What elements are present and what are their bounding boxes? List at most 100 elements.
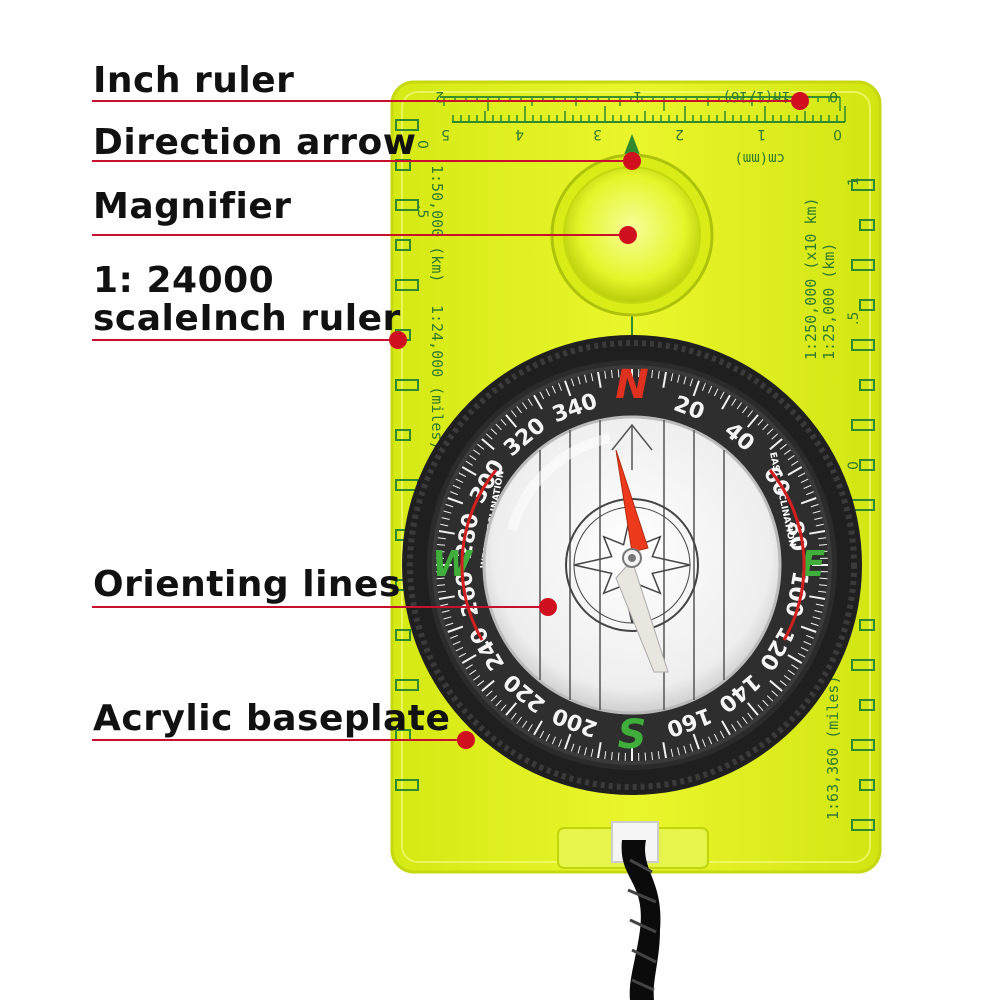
bezel-tick: [783, 449, 791, 455]
right-scale-mark: [851, 419, 875, 431]
bezel-tick: [819, 550, 828, 553]
bezel-tick: [461, 654, 477, 664]
scale-left-top: 1:50,000 (km): [428, 165, 446, 282]
bezel-tick: [708, 385, 713, 394]
bezel-tick: [731, 398, 737, 406]
bezel-tick: [436, 577, 445, 580]
bezel-tick: [766, 428, 774, 435]
cardinal-west: W: [432, 544, 474, 585]
bezel-tick: [818, 590, 827, 593]
bezel-tick: [742, 716, 748, 724]
bezel-tick: [721, 394, 731, 410]
bezel-tick: [800, 497, 817, 505]
bezel-tick: [545, 733, 551, 742]
bezel-tick: [473, 675, 481, 681]
bezel-tick: [590, 373, 594, 382]
bezel-tick: [812, 616, 821, 620]
cm-number-3: 3: [593, 126, 602, 142]
cm-number-0: 0: [833, 126, 842, 142]
bezel-tick: [797, 472, 806, 478]
bezel-tick: [657, 370, 660, 379]
bezel-tick: [800, 646, 809, 652]
bezel-tick: [713, 733, 719, 742]
bezel-tick: [438, 595, 455, 600]
scale-number-left-0: 0: [414, 140, 430, 149]
rose-star: [573, 506, 691, 624]
cm-unit: cm(mm): [734, 150, 785, 166]
inch-number-2: 2: [435, 88, 444, 104]
bezel-tick: [787, 454, 795, 461]
right-scale-mark: [851, 739, 875, 751]
bezel-tick: [570, 378, 575, 387]
bezel-tick: [818, 584, 827, 586]
bezel-tick: [437, 537, 446, 540]
bezel-ticks: [436, 369, 828, 761]
scale-number-right-half: .5: [846, 312, 862, 325]
bezel-tick: [516, 716, 522, 724]
left-scale-mark: [395, 629, 411, 641]
bezel-tick: [747, 712, 754, 720]
bezel-tick: [461, 466, 477, 476]
bezel-tick: [551, 385, 556, 394]
bezel-tick: [505, 414, 518, 428]
bezel-tick: [800, 478, 809, 484]
bezel-tick: [485, 433, 493, 440]
bezel-tick: [644, 369, 647, 378]
left-scale-mark: [395, 379, 419, 391]
bezel-tick: [500, 418, 507, 426]
left-scale-mark: [395, 239, 411, 251]
label-acrylic-baseplate: Acrylic baseplate: [93, 698, 451, 739]
bezel-tick: [683, 745, 687, 754]
bezel-tick: [689, 743, 694, 752]
lanyard-cord: [611, 821, 661, 1000]
bezel-tick: [677, 747, 680, 756]
bezel-tick: [819, 577, 828, 580]
bezel-tick: [597, 371, 602, 388]
bezel-tick: [806, 634, 814, 639]
bezel-tick: [447, 625, 464, 633]
bezel-tick: [481, 679, 495, 692]
bezel-tick: [490, 428, 498, 435]
bezel-tick: [721, 720, 731, 736]
bezel-tick: [762, 699, 769, 707]
right-scale-mark: [859, 219, 875, 231]
bezel-tick: [551, 736, 556, 745]
right-scale-mark: [851, 659, 875, 671]
right-scale-mark: [859, 299, 875, 311]
bezel-tick: [437, 590, 446, 593]
right-scale-mark: [851, 259, 875, 271]
label-direction-arrow: Direction arrow: [93, 122, 417, 163]
bezel-tick: [490, 695, 498, 702]
scale-right-bottom: 1:63,360 (miles): [824, 676, 842, 821]
callout-dot-direction-arrow: [623, 152, 641, 170]
bezel-tick: [736, 402, 743, 410]
bezel-tick: [692, 380, 700, 397]
bezel-tick: [662, 371, 667, 388]
bezel-tick: [473, 449, 481, 455]
bezel-tick: [481, 438, 495, 451]
bezel-tick: [450, 634, 458, 639]
bezel-tick: [779, 680, 787, 687]
scale-number-right-0: 0: [846, 461, 862, 470]
bezel-tick: [757, 418, 764, 426]
bezel-tick: [477, 680, 485, 687]
bezel-tick: [791, 664, 799, 670]
bezel-tick: [771, 690, 779, 697]
bezel-tick: [597, 742, 602, 759]
callout-dot-orienting-lines: [539, 598, 557, 616]
bezel-tick: [440, 603, 449, 607]
cm-number-1: 1: [757, 126, 766, 142]
bezel-tick: [533, 720, 543, 736]
bezel-tick: [521, 402, 528, 410]
bezel-tick: [713, 388, 719, 397]
bezel-tick: [510, 410, 517, 418]
bezel-tick: [651, 370, 653, 379]
bezel-tick: [469, 669, 477, 676]
bezel-tick: [747, 410, 754, 418]
bezel-tick: [455, 646, 464, 652]
bezel-tick: [570, 743, 575, 752]
cardinal-north: N: [615, 362, 648, 408]
bezel-tick: [469, 454, 477, 461]
right-scale-mark: [851, 179, 875, 191]
bezel-tick: [510, 712, 517, 720]
